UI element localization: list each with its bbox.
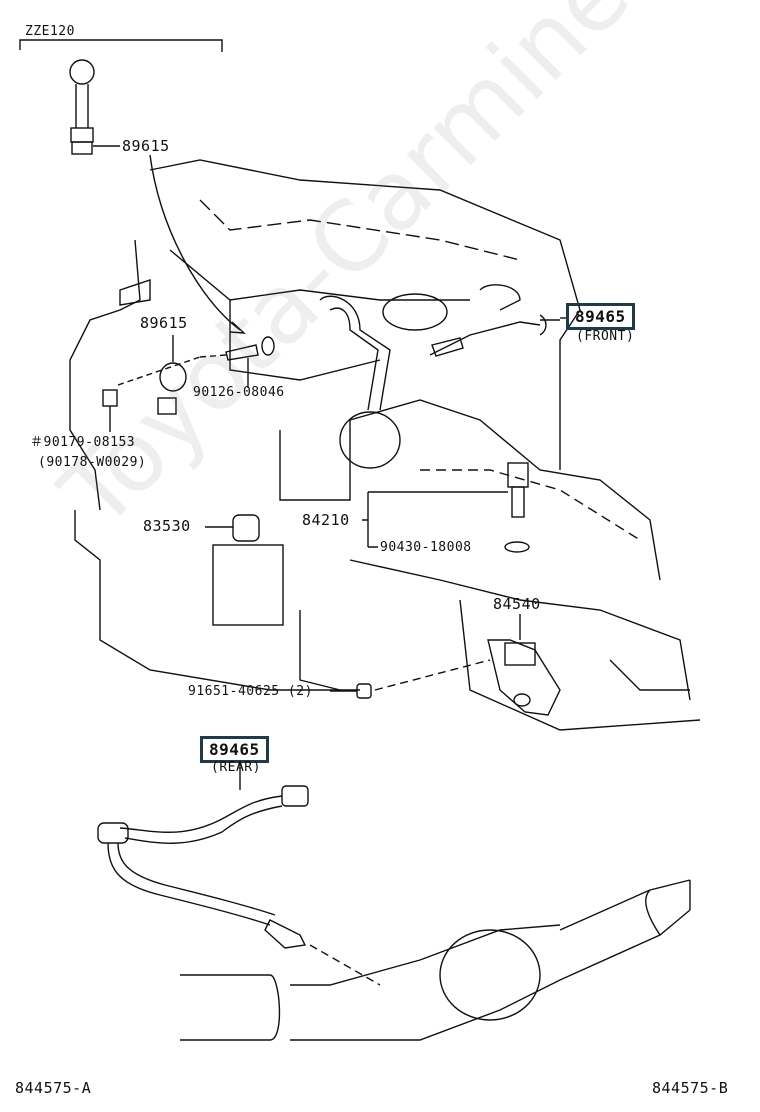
footer-code-right: 844575-B xyxy=(652,1079,729,1097)
exhaust-drawing xyxy=(180,879,691,1041)
nut-washer-drawing xyxy=(330,683,372,699)
bolt-drawing xyxy=(117,336,275,388)
part-label-neutral-switch[interactable]: 84540 xyxy=(493,595,541,613)
part-label-knock-sensor-top[interactable]: 89615 xyxy=(122,137,170,155)
part-label-gasket[interactable]: 90430-18008 xyxy=(380,540,472,555)
neutral-switch-drawing xyxy=(374,614,561,716)
part-label-o2-sensor-front[interactable]: 89465 xyxy=(566,303,635,330)
footer-code-left: 844575-A xyxy=(15,1079,92,1097)
pointer-arrow xyxy=(149,154,241,331)
part-label-oil-pressure-switch[interactable]: 83530 xyxy=(143,517,191,535)
knock-sensor-engine-drawing xyxy=(157,335,187,415)
part-label-nut[interactable]: ＃90179-08153 xyxy=(30,435,136,450)
part-label-bolt[interactable]: 90126-08046 xyxy=(193,385,285,400)
front-o2-sensor-drawing xyxy=(429,314,560,357)
part-label-nut-washer[interactable]: 91651-40625 (2) xyxy=(188,684,313,699)
part-label-nut-alt[interactable]: (90178-W0029) xyxy=(38,455,147,470)
model-label: ZZE120 xyxy=(25,24,75,39)
model-bracket xyxy=(19,39,223,52)
part-label-knock-sensor-engine[interactable]: 89615 xyxy=(140,314,188,332)
nut-drawing xyxy=(102,389,118,432)
temp-sensor-drawing xyxy=(362,462,530,553)
engine-block-outline xyxy=(69,159,701,731)
hoses xyxy=(119,279,521,469)
o2-sensor-rear-note: (REAR) xyxy=(211,760,261,775)
o2-sensor-front-note: (FRONT) xyxy=(576,329,635,344)
part-label-temp-sensor[interactable]: 84210 xyxy=(302,511,350,529)
knock-sensor-top-drawing xyxy=(69,59,120,155)
oil-pressure-switch-drawing xyxy=(205,514,284,626)
part-label-o2-sensor-rear[interactable]: 89465 xyxy=(200,736,269,763)
rear-o2-sensor-drawing xyxy=(97,760,381,986)
